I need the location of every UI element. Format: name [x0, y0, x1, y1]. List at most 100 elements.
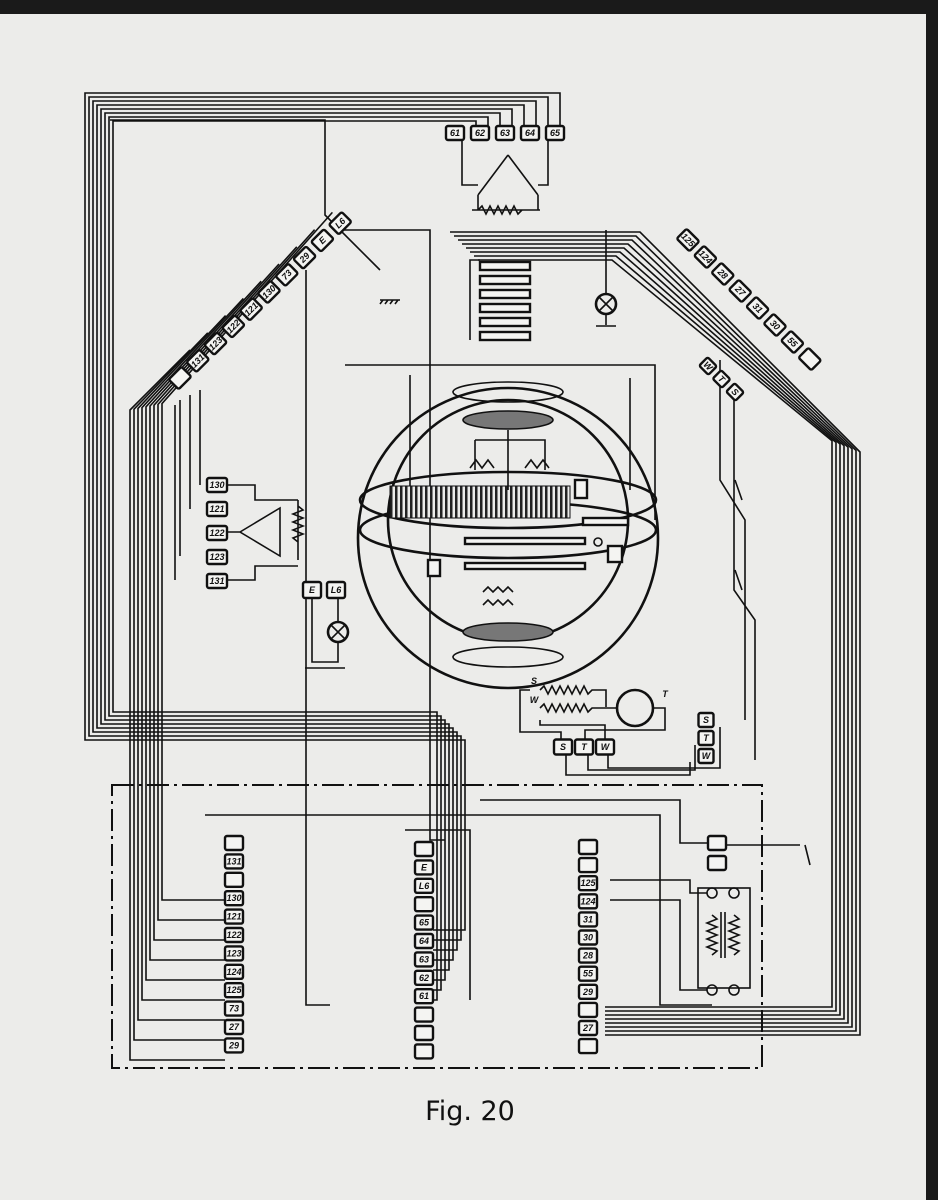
right-diagonal-terminal: 55	[780, 330, 805, 354]
terminal-box	[413, 951, 435, 968]
panel-terminal	[577, 838, 599, 856]
wire	[110, 119, 381, 271]
terminal-box	[223, 1037, 245, 1054]
panel-terminal: 29	[223, 1037, 245, 1054]
resistor-terminal: 131	[205, 572, 229, 590]
terminal-box	[577, 983, 599, 1000]
terminal-box	[292, 245, 317, 270]
panel-terminal: 123	[223, 945, 245, 962]
terminal-box	[494, 124, 516, 142]
terminal-label: W	[601, 742, 611, 752]
terminal-box	[413, 932, 435, 950]
terminal-box	[205, 548, 229, 566]
terminal-label: 28	[582, 951, 593, 961]
left-bundle-wire	[141, 297, 244, 1001]
relay-terminal	[706, 834, 728, 852]
indicator-lamp-left	[305, 598, 350, 669]
panel-terminal: 65	[413, 914, 435, 931]
panel-terminal: 30	[577, 929, 599, 946]
terminal-box	[577, 893, 599, 910]
left-bundle-wire	[145, 280, 262, 981]
terminal-box	[413, 988, 435, 1005]
panel-terminal: 55	[577, 965, 599, 982]
left-diagonal-terminal: 123	[203, 331, 228, 356]
lamp-terminal: L6	[325, 580, 347, 600]
terminal-label: 123	[209, 552, 224, 562]
terminal-box	[223, 982, 245, 999]
terminal-box	[168, 366, 192, 390]
terminal-label: 124	[580, 896, 595, 906]
panel-terminal: E	[413, 859, 435, 876]
motor-terminal: S	[552, 738, 574, 756]
terminal-box	[444, 124, 466, 142]
terminal-label: 29	[582, 987, 593, 997]
ground-symbols	[379, 299, 400, 305]
terminal-box	[223, 945, 245, 962]
right-diagonal-terminal: 125	[676, 228, 700, 252]
motor-terminal: W	[594, 738, 616, 756]
right-diagonal-terminal: 27	[728, 279, 752, 303]
terminal-box	[676, 228, 700, 252]
panel-terminal	[413, 1006, 435, 1023]
terminal-box	[413, 859, 435, 876]
terminal-box	[223, 853, 245, 870]
terminal-box	[552, 738, 574, 756]
resistor-terminal: 121	[205, 500, 229, 518]
terminal-label: 27	[582, 1023, 594, 1033]
wire-bundles	[84, 92, 861, 1061]
terminal-label: 63	[500, 128, 510, 138]
terminal-box	[577, 965, 599, 982]
terminal-box	[519, 124, 541, 142]
panel-terminal: 27	[577, 1019, 599, 1037]
terminal-box	[275, 263, 299, 287]
brush-1	[573, 478, 589, 500]
panel-terminal: 29	[577, 983, 599, 1000]
panel-terminal	[413, 896, 435, 913]
terminal-label: 65	[550, 128, 561, 138]
terminal-box	[205, 500, 229, 518]
terminal-box	[186, 349, 210, 373]
terminal-box	[221, 314, 246, 339]
left-diagonal-terminal: E	[310, 228, 335, 253]
terminal-label: 61	[450, 128, 460, 138]
terminal-box	[798, 347, 822, 371]
terminal-box	[257, 280, 281, 304]
left-bundle-wire	[137, 315, 227, 1021]
terminal-box	[577, 929, 599, 946]
right-bundle-wire	[450, 231, 861, 1036]
wire	[305, 270, 330, 1006]
terminal-label: W	[702, 751, 712, 761]
terminal-label: S	[560, 742, 566, 752]
panel-terminal: 28	[577, 947, 599, 964]
terminal-label: L6	[419, 881, 430, 891]
right-diagonal-terminal: 31	[745, 296, 770, 320]
terminal-box	[205, 524, 229, 542]
terminal-label: 125	[226, 985, 242, 995]
wire	[610, 879, 707, 894]
terminal-label: 29	[228, 1040, 239, 1050]
top-terminal: 64	[519, 124, 541, 142]
left-bundle-wire	[149, 263, 280, 961]
terminal-box	[698, 356, 718, 376]
panel-terminal	[413, 1043, 435, 1060]
top-bundle-wire	[104, 112, 501, 981]
right-bundle-wire	[462, 243, 849, 1024]
right-contacts	[708, 479, 811, 866]
terminal-label: 122	[226, 930, 241, 940]
panel-terminal	[577, 1037, 599, 1055]
terminal-box	[413, 1043, 435, 1060]
terminal-box	[310, 228, 335, 253]
terminal-label: 130	[226, 893, 241, 903]
terminal-box	[763, 313, 787, 337]
terminal-box	[745, 296, 770, 320]
panel-terminal: 121	[223, 908, 245, 925]
right-diagonal-terminal: 30	[763, 313, 787, 337]
terminal-label: 124	[226, 967, 241, 977]
lamp-terminal: E	[301, 580, 323, 600]
outer-ring	[356, 386, 660, 690]
motor-terminal: S	[697, 711, 715, 729]
terminal-label: 61	[419, 991, 429, 1001]
terminal-box	[413, 969, 435, 986]
terminal-box	[697, 747, 715, 765]
